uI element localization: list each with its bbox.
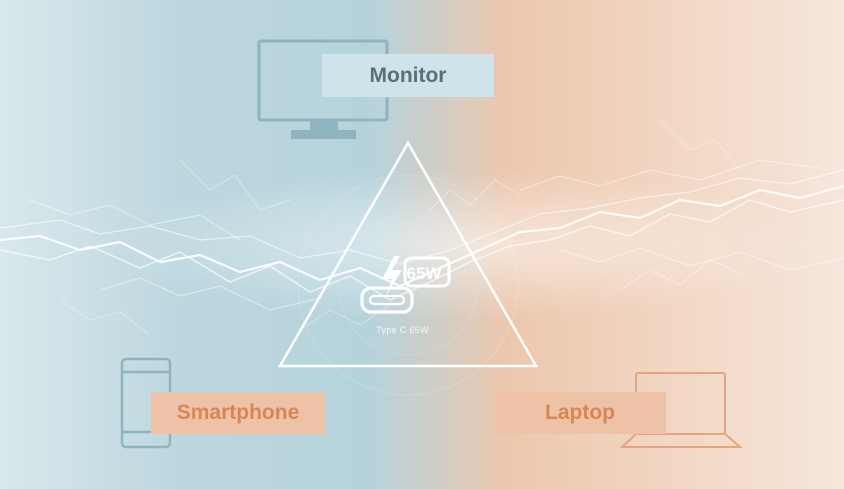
charger-wattage-badge: 65W: [407, 264, 443, 283]
decorative-ring: [297, 174, 519, 396]
connection-triangle: [277, 140, 539, 368]
laptop-label: Laptop: [494, 392, 666, 434]
lightning-decoration: [0, 119, 844, 336]
decorative-ring: [337, 214, 479, 356]
monitor-label: Monitor: [322, 54, 494, 97]
usb-c-charger-icon: [360, 256, 451, 314]
smartphone-label: Smartphone: [151, 392, 325, 434]
charger-caption: Type C 65W: [376, 325, 429, 335]
